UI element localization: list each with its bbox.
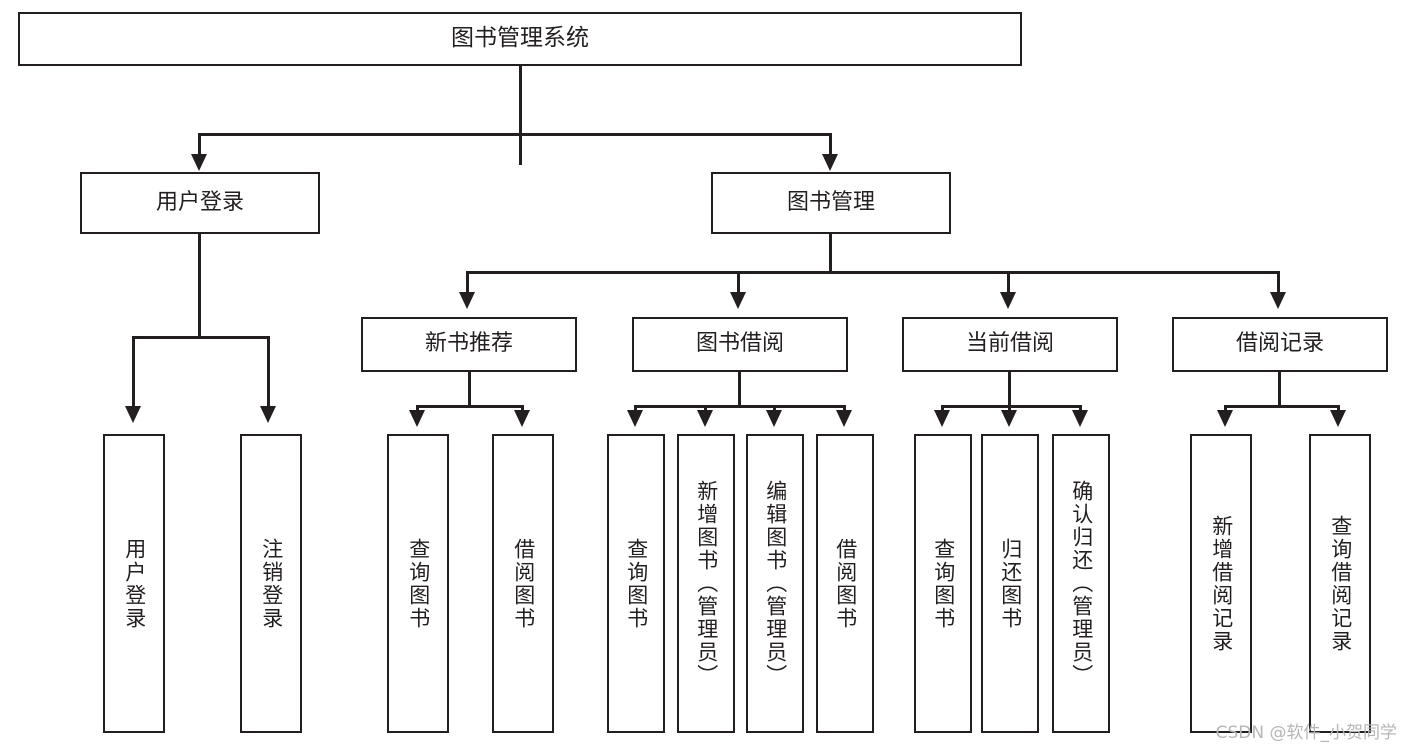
arrowhead-leaf-cb-1 — [934, 410, 950, 427]
connector-root-bar — [198, 133, 832, 136]
node-label: 新增图书（管理员） — [694, 480, 719, 687]
node-label: 查询借阅记录 — [1328, 514, 1353, 653]
leaf-current-borrow-return[interactable]: 归还图书 — [981, 434, 1039, 733]
arrowhead-to-book-management — [822, 154, 838, 171]
connector-nbr-stem — [468, 372, 471, 408]
leaf-new-book-query[interactable]: 查询图书 — [387, 434, 449, 733]
connector-bb-drop-2 — [704, 405, 707, 413]
connector-br-drop-1 — [1224, 405, 1227, 413]
connector-bm-drop-1 — [466, 271, 469, 295]
arrowhead-leaf-nbr-2 — [514, 410, 530, 427]
node-label: 图书管理 — [786, 189, 875, 215]
arrowhead-leaf-cb-3 — [1072, 410, 1088, 427]
connector-nbr-bar — [416, 405, 524, 408]
node-label: 借阅图书 — [833, 537, 858, 630]
node-label: 新增借阅记录 — [1209, 514, 1234, 653]
arrowhead-leaf-br-1 — [1217, 410, 1233, 427]
connector-bb-drop-4 — [843, 405, 846, 413]
connector-user-login-stem — [198, 234, 201, 338]
leaf-user-login-logout[interactable]: 注销登录 — [240, 434, 302, 733]
arrowhead-to-user-login — [191, 154, 207, 171]
connector-nbr-drop-2 — [521, 405, 524, 413]
connector-bb-drop-3 — [773, 405, 776, 413]
node-root-book-management-system[interactable]: 图书管理系统 — [18, 12, 1022, 66]
connector-root-drop-right — [829, 133, 832, 157]
node-current-borrow[interactable]: 当前借阅 — [902, 317, 1118, 372]
node-label: 借阅图书 — [511, 537, 536, 630]
node-new-book-recommend[interactable]: 新书推荐 — [361, 317, 577, 372]
arrowhead-leaf-br-2 — [1330, 410, 1346, 427]
leaf-user-login-login[interactable]: 用户登录 — [103, 434, 165, 733]
connector-bm-drop-3 — [1007, 271, 1010, 295]
node-user-login[interactable]: 用户登录 — [80, 172, 320, 234]
node-label: 借阅记录 — [1235, 331, 1324, 357]
node-label: 图书借阅 — [695, 331, 784, 357]
leaf-borrow-record-query[interactable]: 查询借阅记录 — [1309, 434, 1371, 733]
node-label: 用户登录 — [155, 189, 244, 215]
connector-cb-drop-3 — [1079, 405, 1082, 413]
leaf-book-borrow-borrow[interactable]: 借阅图书 — [816, 434, 874, 733]
leaf-book-borrow-edit-admin[interactable]: 编辑图书（管理员） — [746, 434, 804, 733]
watermark-credit: CSDN @软件_小贺同学 — [1215, 723, 1397, 743]
arrowhead-leaf-cb-2 — [1001, 410, 1017, 427]
arrowhead-leaf-bb-4 — [836, 410, 852, 427]
connector-book-management-bar — [466, 271, 1280, 274]
connector-br-stem — [1278, 372, 1281, 408]
node-label: 当前借阅 — [965, 331, 1054, 357]
arrowhead-leaf-nbr-1 — [409, 410, 425, 427]
arrowhead-to-current-borrow — [1000, 292, 1016, 309]
node-label: 用户登录 — [122, 537, 147, 630]
connector-bm-drop-4 — [1277, 271, 1280, 295]
leaf-current-borrow-query[interactable]: 查询图书 — [914, 434, 972, 733]
connector-root-stem — [519, 66, 522, 165]
arrowhead-leaf-bb-3 — [766, 410, 782, 427]
node-label: 新书推荐 — [424, 331, 513, 357]
connector-user-login-bar — [132, 336, 270, 339]
connector-nbr-drop-1 — [416, 405, 419, 413]
node-borrow-record[interactable]: 借阅记录 — [1172, 317, 1388, 372]
node-label: 编辑图书（管理员） — [763, 480, 788, 687]
connector-root-drop-left — [198, 133, 201, 157]
connector-user-login-drop-1 — [132, 336, 135, 409]
arrowhead-leaf-user-login-2 — [260, 406, 276, 423]
node-label: 查询图书 — [624, 537, 649, 630]
arrowhead-to-new-book-recommend — [459, 292, 475, 309]
node-label: 确认归还（管理员） — [1069, 480, 1094, 687]
connector-bm-drop-2 — [737, 271, 740, 295]
connector-bb-drop-1 — [634, 405, 637, 413]
connector-cb-drop-2 — [1008, 405, 1011, 413]
leaf-book-borrow-add-admin[interactable]: 新增图书（管理员） — [677, 434, 735, 733]
connector-cb-stem — [1008, 372, 1011, 408]
arrowhead-leaf-bb-2 — [697, 410, 713, 427]
connector-br-bar — [1224, 405, 1340, 408]
arrowhead-to-book-borrow — [730, 292, 746, 309]
connector-bb-stem — [738, 372, 741, 408]
connector-cb-bar — [941, 405, 1082, 408]
node-label: 注销登录 — [259, 537, 284, 630]
connector-br-drop-2 — [1337, 405, 1340, 413]
leaf-borrow-record-add[interactable]: 新增借阅记录 — [1190, 434, 1252, 733]
connector-user-login-drop-2 — [267, 336, 270, 409]
arrowhead-leaf-user-login-1 — [125, 406, 141, 423]
node-label: 查询图书 — [931, 537, 956, 630]
node-label: 图书管理系统 — [451, 25, 589, 52]
leaf-book-borrow-query[interactable]: 查询图书 — [607, 434, 665, 733]
arrowhead-leaf-bb-1 — [627, 410, 643, 427]
node-book-management[interactable]: 图书管理 — [711, 172, 951, 234]
node-book-borrow[interactable]: 图书借阅 — [632, 317, 848, 372]
arrowhead-to-borrow-record — [1270, 292, 1286, 309]
connector-bb-bar — [634, 405, 846, 408]
connector-book-management-stem — [829, 234, 832, 274]
connector-cb-drop-1 — [941, 405, 944, 413]
node-label: 查询图书 — [406, 537, 431, 630]
leaf-current-borrow-confirm-return-admin[interactable]: 确认归还（管理员） — [1052, 434, 1110, 733]
node-label: 归还图书 — [998, 537, 1023, 630]
leaf-new-book-borrow[interactable]: 借阅图书 — [492, 434, 554, 733]
